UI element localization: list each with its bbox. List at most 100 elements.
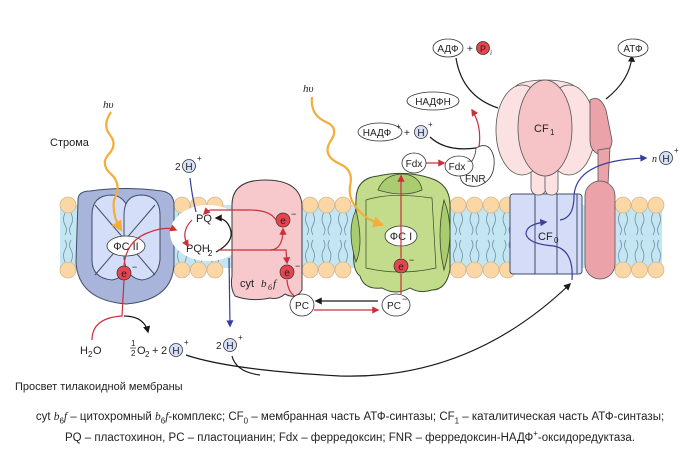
- lipid-tail: [657, 239, 661, 263]
- h2o-to-psii-arrow: [91, 279, 125, 341]
- lipid-tail: [469, 239, 474, 263]
- electron-psii-label: e: [121, 269, 127, 280]
- o2-o: O: [137, 345, 146, 357]
- pqh2-to-pq-arrow: [214, 214, 232, 253]
- fdx-minus-bubble: [444, 155, 474, 177]
- b6f-proton-merge-arrow: [231, 355, 261, 376]
- hv-arrow-1: [103, 111, 123, 232]
- lipid-head: [614, 261, 632, 279]
- photosystem-i: ФС I: [350, 172, 451, 293]
- n-h-symbol: H: [662, 154, 669, 165]
- stroma-2h-symbol: H: [185, 162, 192, 173]
- psii-to-pq-arrow: [123, 224, 178, 267]
- lipid-head: [318, 196, 335, 214]
- pqh2-to-lumen-proton-arrow: [226, 257, 234, 328]
- psi-top-lobe: [377, 173, 423, 195]
- hv-arrow-2: [310, 96, 385, 228]
- nadph-label: НАДФН: [415, 97, 451, 108]
- lipid-tail: [321, 212, 326, 236]
- fdx-minus-charge: −: [467, 156, 472, 166]
- electron-flow: [91, 108, 481, 341]
- nadph-bubble: [406, 91, 460, 111]
- caption-fragment: -оксидоредуктаза.: [537, 431, 635, 444]
- cf1-complex: CF 1: [495, 79, 596, 177]
- pq-to-pqh2-arrow: [182, 219, 193, 248]
- caption-line-1: cyt b6f – цитохромный b6f-комплекс; CF0 …: [0, 410, 700, 428]
- n-coef: n: [652, 154, 657, 165]
- psii-to-o2-arrow: [123, 315, 151, 334]
- lipid-tail: [657, 212, 661, 236]
- lipid-tail: [69, 212, 73, 236]
- lipid-tail: [338, 239, 342, 263]
- psi-inner-outline: [365, 195, 437, 273]
- lumen-b6f-2h-charge: +: [238, 333, 243, 342]
- lipid-tail: [640, 212, 645, 236]
- lipid-tail: [624, 239, 628, 263]
- lipid-head: [449, 261, 467, 279]
- lipid-head: [59, 196, 77, 214]
- lipid-tail: [311, 239, 315, 263]
- stroma-proton-to-pq-path: [189, 177, 197, 213]
- electron-b6f-upper-label: e: [280, 216, 286, 227]
- plastocyanin: PC PC −: [289, 293, 411, 317]
- nadp-to-fnr-arrow: [429, 136, 477, 150]
- fdx-label: Fdx: [406, 159, 423, 170]
- pc-minus-bubble: [381, 293, 411, 317]
- psii-inner-right: [123, 194, 161, 281]
- cf1-middle: [517, 79, 573, 177]
- psii-label: ФС II: [113, 241, 138, 253]
- stroma-n-h-plus: n H +: [652, 146, 679, 165]
- lipid-head: [466, 261, 483, 279]
- lipid-head: [482, 261, 500, 279]
- electron-psi: e −: [393, 255, 414, 274]
- lipid-head: [631, 261, 648, 279]
- o2-2h-coef: 2: [161, 345, 167, 357]
- lipid-head: [482, 196, 500, 214]
- ferredoxin: Fdx Fdx −: [401, 152, 474, 177]
- pi-label: P: [480, 44, 486, 54]
- lipid-tail: [475, 239, 480, 263]
- caption-fragment: 6: [160, 416, 166, 426]
- lipid-tail: [618, 212, 622, 236]
- lipid-tail: [453, 212, 457, 236]
- cyt-label: cyt: [240, 278, 254, 290]
- nadp-proton-charge: +: [428, 120, 433, 129]
- lipid-tail: [459, 239, 463, 263]
- cf0-to-stroma-proton-arrow: [559, 154, 648, 221]
- electron-psi-label: e: [398, 262, 404, 273]
- lipid-tail: [624, 212, 628, 236]
- nadp-proton-circle: [414, 125, 428, 139]
- electron-b6f-upper-charge: −: [291, 209, 296, 219]
- lipid-tail: [321, 239, 326, 263]
- h2o-h: H: [80, 345, 88, 357]
- caption-fragment: 1: [454, 416, 460, 426]
- caption-fragment: -комплекс; CF: [168, 411, 244, 423]
- lipid-tail: [475, 212, 480, 236]
- adp-plus: +: [467, 44, 473, 55]
- lipid-tail: [469, 212, 474, 236]
- lipid-head: [334, 261, 352, 279]
- nadp-group: НАДФН НАДФ + + H +: [357, 91, 460, 142]
- pq-label: PQ: [196, 213, 212, 225]
- lipid-tail: [327, 212, 332, 236]
- pc-bubble: [289, 293, 315, 317]
- adp-bubble: [432, 38, 464, 58]
- lipid-tail: [634, 239, 639, 263]
- pqh2-label: PQH: [186, 243, 210, 255]
- lipid-tail: [63, 239, 67, 263]
- nadp-charge: +: [396, 122, 401, 131]
- lipid-head: [206, 261, 224, 279]
- pq-pool-bg: [170, 205, 246, 261]
- pc-label: PC: [295, 301, 309, 312]
- pc-minus-charge: −: [402, 294, 407, 304]
- peripheral-stalk-neck: [597, 147, 611, 187]
- nadp-plus: +: [404, 128, 410, 139]
- n-h-circle: [659, 151, 673, 165]
- pc-minus-label: PC: [387, 301, 401, 312]
- stroma-2h-coef: 2: [175, 162, 181, 173]
- lipid-head: [59, 261, 77, 279]
- lumen-b6f-2h-symbol: H: [226, 341, 233, 352]
- caption-fragment: f: [63, 411, 68, 423]
- b6f-label: b: [261, 278, 267, 290]
